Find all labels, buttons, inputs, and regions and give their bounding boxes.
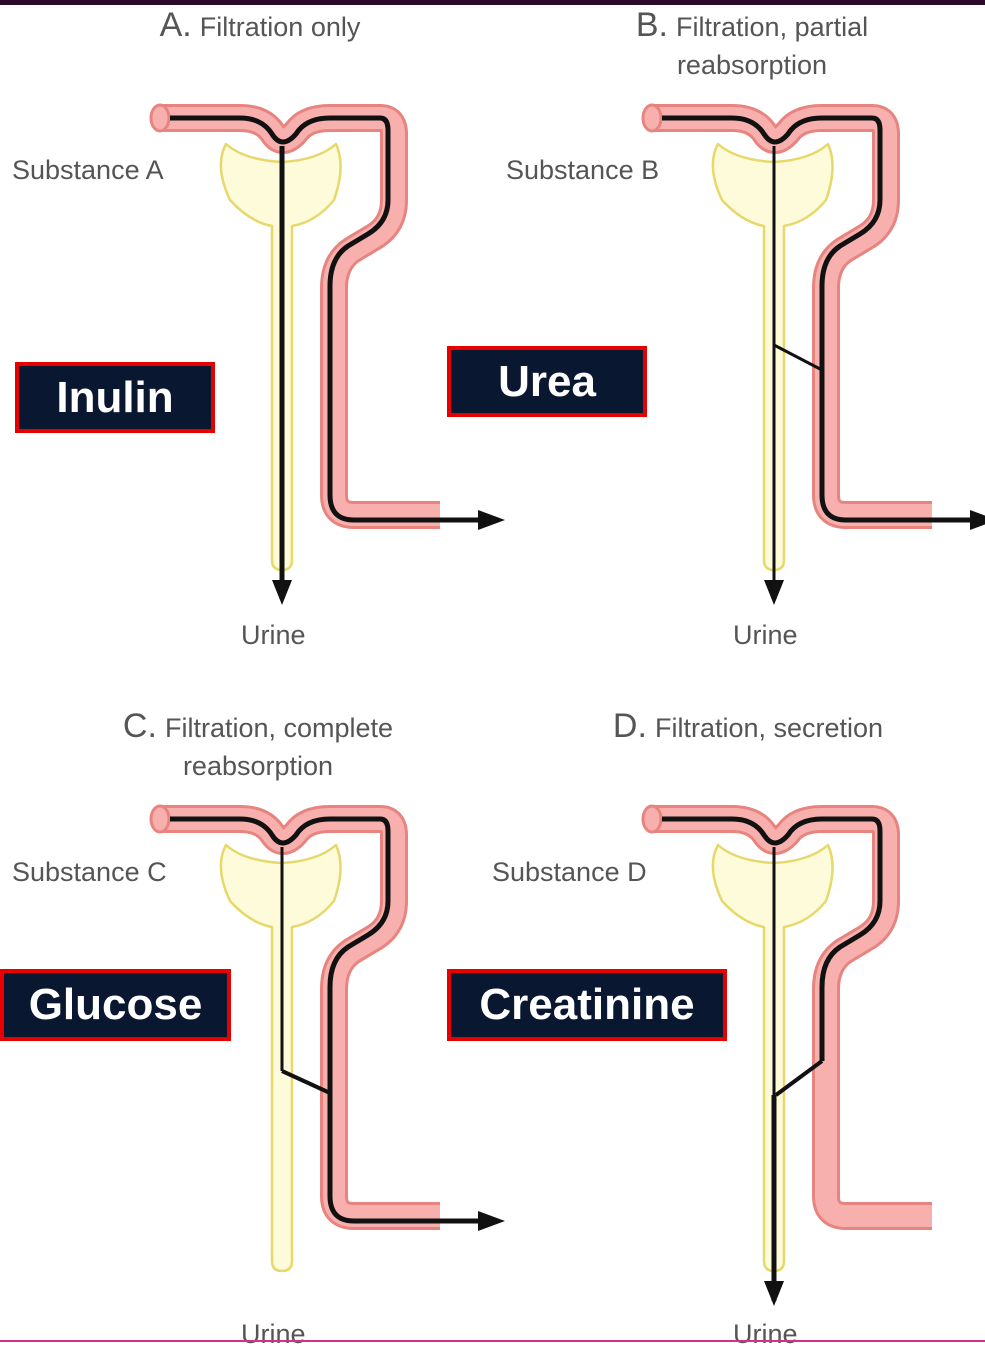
urine-label: Urine [733, 1319, 798, 1350]
arrow-right-icon [970, 510, 985, 530]
panel-title-d: D. Filtration, secretion [578, 707, 918, 747]
panel-title-text: Filtration only [200, 12, 361, 42]
vessel-opening [151, 806, 169, 832]
panel-title-c: C. Filtration, complete reabsorption [88, 707, 428, 785]
panel-letter: B. [636, 6, 668, 44]
substance-tag: Urea [447, 346, 647, 417]
arrow-down-icon [764, 1281, 784, 1306]
substance-tag: Creatinine [447, 969, 727, 1041]
panel-letter: D. [613, 707, 647, 745]
arrow-down-icon [764, 580, 784, 605]
panel-letter: A. [160, 6, 192, 44]
panel-c: C. Filtration, complete reabsorption Sub… [0, 671, 493, 1342]
substance-tag: Glucose [0, 969, 231, 1041]
panel-title-line2: reabsorption [677, 50, 827, 80]
panel-title-a: A. Filtration only [130, 6, 390, 46]
nephron-diagram-a [0, 0, 493, 671]
substance-label: Substance C [12, 857, 167, 888]
panel-d: D. Filtration, secretion Substance D Uri… [492, 671, 985, 1342]
urine-label: Urine [241, 1319, 306, 1350]
nephron-diagram-b [492, 0, 985, 671]
arrow-down-icon [272, 580, 292, 605]
substance-label: Substance B [506, 155, 659, 186]
nephron-group [643, 105, 985, 605]
panel-letter: C. [123, 707, 157, 745]
urine-label: Urine [733, 620, 798, 651]
panel-title-text: Filtration, complete [165, 713, 393, 743]
urine-label: Urine [241, 620, 306, 651]
nephron-group [643, 806, 932, 1306]
substance-tag: Inulin [15, 362, 215, 433]
vessel-opening [643, 105, 661, 131]
panel-title-b: B. Filtration, partial reabsorption [602, 6, 902, 84]
panel-title-text: Filtration, partial [676, 12, 868, 42]
substance-label: Substance D [492, 857, 647, 888]
panel-title-text: Filtration, secretion [655, 713, 883, 743]
vessel-opening [643, 806, 661, 832]
panel-a: A. Filtration only Substance A Urine Inu… [0, 0, 493, 671]
vessel-opening [151, 105, 169, 131]
substance-label: Substance A [12, 155, 164, 186]
panel-title-line2: reabsorption [183, 751, 333, 781]
panel-b: B. Filtration, partial reabsorption Subs… [492, 0, 985, 671]
